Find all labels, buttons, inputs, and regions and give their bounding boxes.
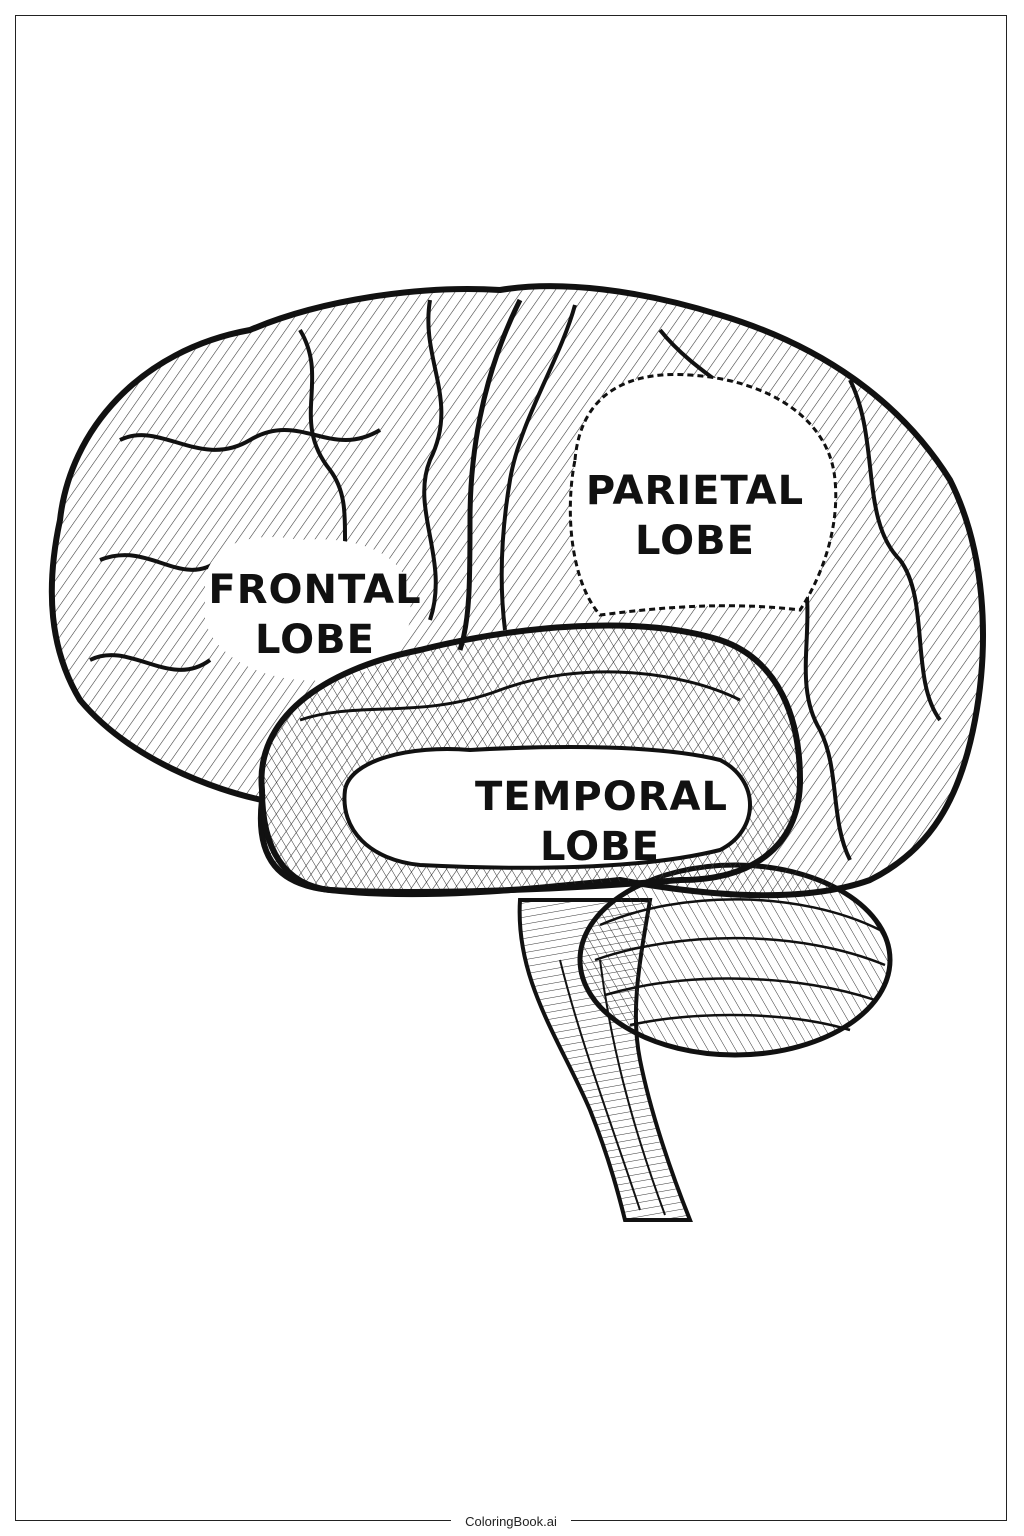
frontal-region	[205, 536, 411, 681]
temporal-lobe	[258, 622, 804, 895]
parietal-lobe-label: PARIETAL LOBE	[575, 466, 815, 566]
temporal-label-line1: TEMPORAL	[475, 774, 728, 820]
parietal-label-line1: PARIETAL	[585, 468, 805, 514]
cerebellum	[577, 862, 893, 1058]
temporal-label-line2: LOBE	[540, 824, 660, 870]
temporal-lobe-label: TEMPORAL LOBE	[475, 772, 728, 872]
frontal-lobe-label: FRONTAL LOBE	[200, 565, 430, 665]
frontal-label-line1: FRONTAL	[208, 567, 422, 613]
frontal-label-line2: LOBE	[255, 617, 375, 663]
footer: ColoringBook.ai	[15, 1511, 1007, 1531]
parietal-label-line2: LOBE	[635, 518, 755, 564]
footer-credit: ColoringBook.ai	[451, 1513, 571, 1529]
parietal-region	[568, 372, 838, 617]
